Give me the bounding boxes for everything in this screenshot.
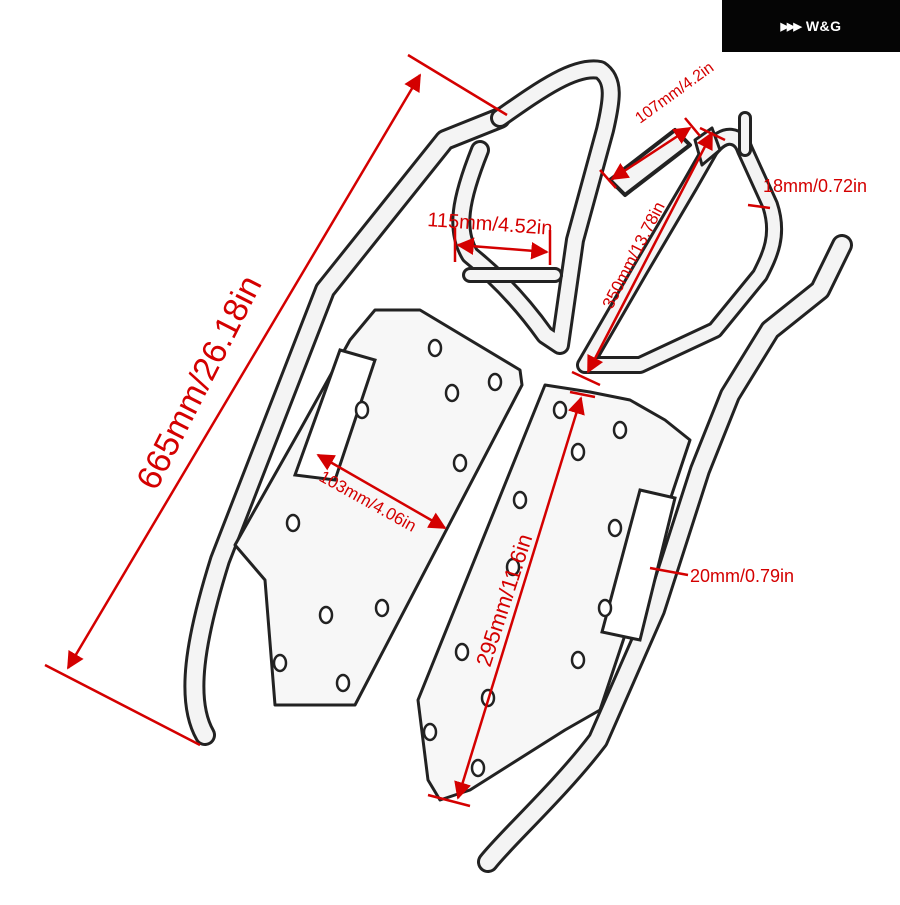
dim-label-upper-frame-width: 115mm/4.52in	[427, 209, 553, 240]
dim-label-tube-diameter-side: 20mm/0.79in	[690, 566, 794, 586]
upper-left-loop	[451, 59, 621, 355]
dim-label-bracket-width: 107mm/4.2in	[632, 59, 717, 127]
dimension-lines	[44, 53, 771, 808]
logo-text: W&G	[805, 18, 842, 34]
mount-bracket	[608, 126, 722, 197]
brand-logo: ▶▶▶ W&G	[722, 0, 900, 52]
logo-chevron-icon: ▶▶▶	[780, 20, 801, 33]
dim-label-tube-diameter-top: 18mm/0.72in	[763, 176, 867, 196]
